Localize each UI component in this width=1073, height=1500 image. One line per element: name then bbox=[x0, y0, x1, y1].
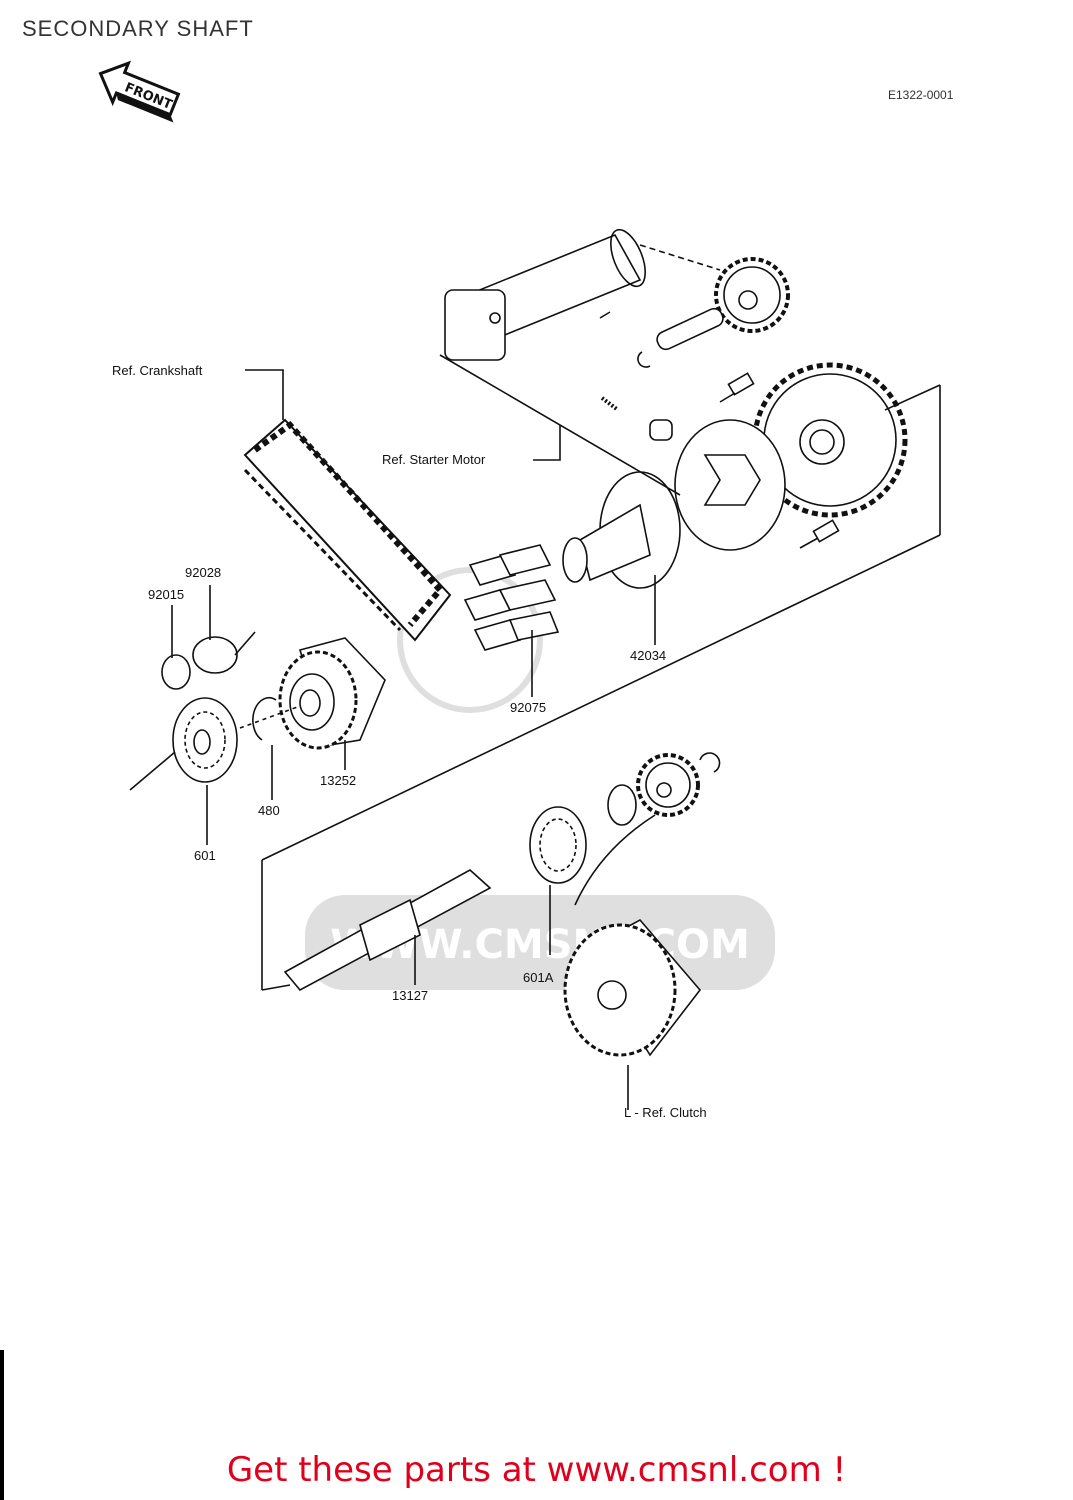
label-ref-clutch: L - Ref. Clutch bbox=[624, 1105, 707, 1120]
secondary-shaft-13127 bbox=[283, 869, 492, 992]
bolt bbox=[799, 519, 840, 549]
damper-92075 bbox=[463, 544, 560, 651]
hub-42034 bbox=[562, 471, 681, 589]
diagram-code: E1322-0001 bbox=[888, 88, 954, 102]
label-92075: 92075 bbox=[510, 700, 547, 715]
label-601a: 601A bbox=[523, 970, 554, 985]
shop-link[interactable]: Get these parts at www.cmsnl.com ! bbox=[226, 1450, 847, 1490]
page-title: SECONDARY SHAFT bbox=[22, 16, 254, 41]
secondary-sprocket-13252 bbox=[278, 637, 386, 750]
nut-92015 bbox=[161, 654, 191, 690]
bearing-601a bbox=[529, 806, 587, 884]
one-way-clutch-plate bbox=[674, 419, 786, 551]
starter-motor bbox=[444, 228, 646, 361]
output-gear bbox=[636, 753, 700, 817]
label-42034: 42034 bbox=[630, 648, 667, 663]
label-ref-crankshaft: Ref. Crankshaft bbox=[112, 363, 203, 378]
label-480: 480 bbox=[258, 803, 280, 818]
label-601: 601 bbox=[194, 848, 216, 863]
bolt bbox=[719, 372, 755, 403]
front-arrow-icon: FRONT bbox=[98, 60, 181, 123]
label-92015: 92015 bbox=[148, 587, 185, 602]
collar-92028 bbox=[192, 636, 238, 674]
circlip-480 bbox=[252, 697, 277, 741]
label-ref-starter-motor: Ref. Starter Motor bbox=[382, 452, 486, 467]
primary-chain bbox=[243, 418, 452, 642]
bearing-601 bbox=[172, 697, 238, 783]
edge-bar bbox=[0, 1350, 4, 1500]
starter-idler-gear bbox=[714, 257, 790, 333]
label-92028: 92028 bbox=[185, 565, 222, 580]
clutch-housing bbox=[563, 918, 702, 1057]
label-13252: 13252 bbox=[320, 773, 357, 788]
label-13127: 13127 bbox=[392, 988, 429, 1003]
